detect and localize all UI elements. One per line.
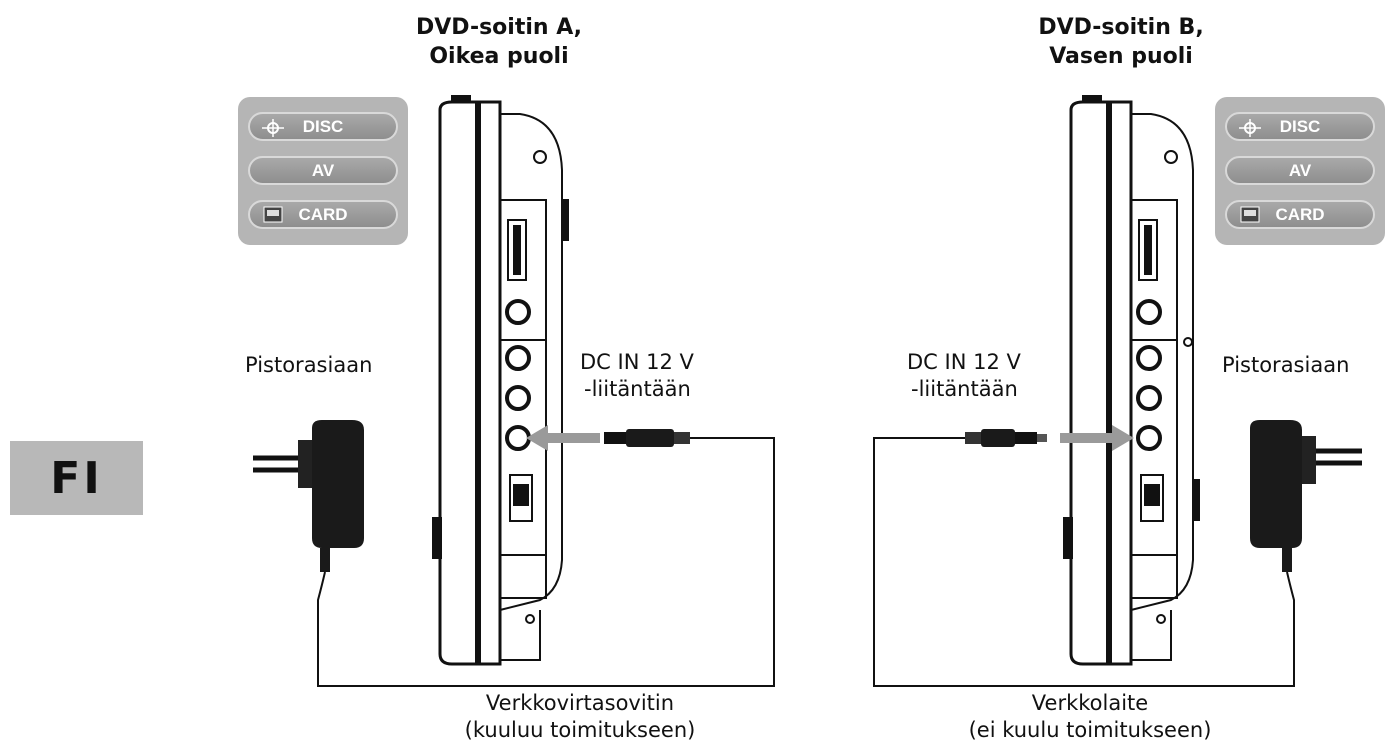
player-a-card-mode: CARD <box>248 200 398 229</box>
player-b-dc-in-label: DC IN 12 V -liitäntään <box>907 349 1057 403</box>
player-b-title-line2: Vasen puoli <box>1049 44 1193 69</box>
player-a-outlet-label: Pistorasiaan <box>245 353 373 377</box>
player-a-adapter-line1: Verkkovirtasovitin <box>485 691 675 715</box>
language-tab: FI <box>10 441 143 515</box>
player-b-cable <box>873 437 1295 687</box>
player-b-av-mode: AV <box>1225 156 1375 185</box>
player-a-disc-mode: DISC <box>248 112 398 141</box>
card-mode-label: CARD <box>1275 204 1325 224</box>
player-a-title-line2: Oikea puoli <box>429 44 569 69</box>
player-b-dc-plug-icon <box>965 429 1047 447</box>
card-icon <box>263 206 283 223</box>
language-tab-label: FI <box>50 452 103 504</box>
player-b-mode-panel: DISC AV CARD <box>1215 97 1385 245</box>
player-b-arrow-icon <box>1060 425 1134 451</box>
player-a-dc-in-line2: -liitäntään <box>584 377 691 401</box>
player-a-power-adapter-icon <box>253 420 364 572</box>
player-b-device-icon <box>1063 95 1200 666</box>
player-a-title: DVD-soitin A, Oikea puoli <box>349 13 649 71</box>
player-a-dc-in-line1: DC IN 12 V <box>580 350 694 374</box>
player-a-title-line1: DVD-soitin A, <box>415 15 582 40</box>
player-a-device-icon <box>432 95 569 666</box>
player-b-adapter-line1: Verkkolaite <box>1031 691 1149 715</box>
player-b-dc-in-line1: DC IN 12 V <box>907 350 1021 374</box>
player-a-cable <box>317 437 775 687</box>
player-b-title: DVD-soitin B, Vasen puoli <box>971 13 1271 71</box>
player-b-dc-in-line2: -liitäntään <box>911 377 1018 401</box>
player-b-adapter-line2: (ei kuulu toimitukseen) <box>968 718 1212 742</box>
player-a-av-mode: AV <box>248 156 398 185</box>
player-b-card-mode: CARD <box>1225 200 1375 229</box>
player-b-disc-mode: DISC <box>1225 112 1375 141</box>
player-b-power-adapter-icon <box>1250 420 1362 572</box>
player-a-mode-panel: DISC AV CARD <box>238 97 408 245</box>
player-a-adapter-line2: (kuuluu toimitukseen) <box>464 718 696 742</box>
av-mode-label: AV <box>311 160 335 180</box>
disc-icon <box>1239 119 1261 137</box>
disc-mode-label: DISC <box>302 116 344 136</box>
player-b-outlet-label: Pistorasiaan <box>1222 353 1350 377</box>
disc-icon <box>262 119 284 137</box>
player-a-adapter-caption: Verkkovirtasovitin (kuuluu toimitukseen) <box>430 690 730 744</box>
av-mode-label: AV <box>1288 160 1312 180</box>
card-icon <box>1240 206 1260 223</box>
player-b-adapter-caption: Verkkolaite (ei kuulu toimitukseen) <box>940 690 1240 744</box>
player-a-dc-in-label: DC IN 12 V -liitäntään <box>580 349 730 403</box>
player-a-arrow-icon <box>526 425 600 451</box>
player-b-title-line1: DVD-soitin B, <box>1038 15 1204 40</box>
card-mode-label: CARD <box>298 204 348 224</box>
disc-mode-label: DISC <box>1279 116 1321 136</box>
player-a-dc-plug-icon <box>604 429 690 447</box>
